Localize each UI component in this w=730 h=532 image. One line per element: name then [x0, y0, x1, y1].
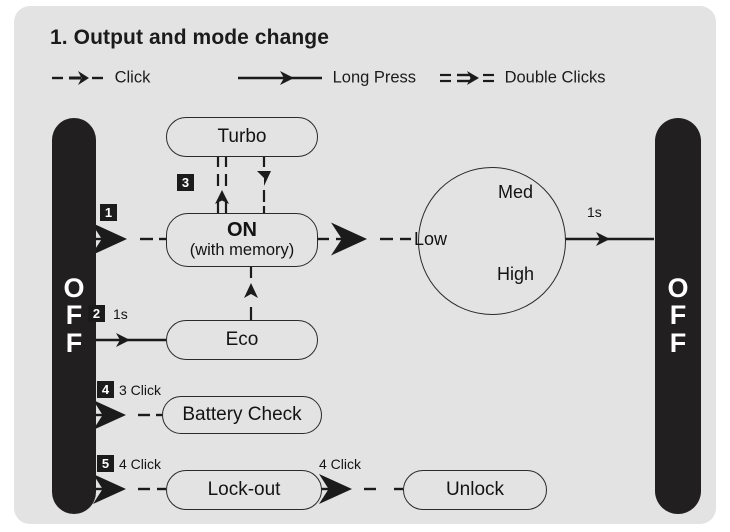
- page-title: 1. Output and mode change: [50, 26, 330, 49]
- note-4-click-a: 4 Click: [119, 456, 162, 472]
- badge-1: 1: [100, 204, 117, 221]
- mode-label-med: Med: [498, 182, 534, 202]
- off-letter-f1: F: [669, 300, 687, 331]
- mode-label-low: Low: [414, 229, 448, 249]
- off-letter-f2: F: [65, 327, 83, 358]
- transition-turbo-to-on: [257, 155, 271, 213]
- note-1s-eco: 1s: [113, 306, 128, 322]
- off-letter-f2: F: [669, 327, 687, 358]
- double-arrow-icon: [440, 71, 494, 85]
- legend-label-double-click: Double Clicks: [504, 68, 606, 87]
- node-lock-out[interactable]: Lock-out: [166, 470, 322, 510]
- transition-modes-to-off: [564, 232, 654, 246]
- node-battery-check[interactable]: Battery Check: [162, 396, 322, 434]
- note-3-click: 3 Click: [119, 382, 162, 398]
- mode-label-high: High: [497, 264, 535, 284]
- node-eco-label: Eco: [225, 329, 259, 350]
- node-on[interactable]: ON (with memory): [166, 213, 318, 267]
- node-on-subtitle: (with memory): [189, 241, 295, 260]
- dashed-arrow-icon: [52, 71, 103, 85]
- node-battery-check-label: Battery Check: [182, 404, 302, 425]
- off-letter-o: O: [63, 272, 85, 303]
- badge-3: 3: [177, 174, 194, 191]
- node-on-title: ON: [227, 219, 257, 242]
- transition-3-on-to-turbo: [215, 155, 229, 213]
- badge-2: 2: [88, 305, 105, 322]
- mode-cycle-circle[interactable]: [418, 167, 566, 315]
- diagram-panel: 1. Output and mode change Click Long Pre…: [14, 6, 716, 524]
- node-eco[interactable]: Eco: [166, 320, 318, 360]
- node-lock-out-label: Lock-out: [207, 479, 281, 500]
- legend-label-long-press: Long Press: [332, 68, 417, 87]
- badge-5: 5: [97, 455, 114, 472]
- transition-2-off-to-eco: [92, 333, 166, 347]
- off-letter-f1: F: [65, 300, 83, 331]
- node-unlock-label: Unlock: [445, 479, 505, 500]
- node-turbo-label: Turbo: [217, 126, 267, 147]
- node-unlock[interactable]: Unlock: [403, 470, 547, 510]
- badge-4: 4: [97, 381, 114, 398]
- note-4-click-b: 4 Click: [319, 456, 362, 472]
- node-turbo[interactable]: Turbo: [166, 117, 318, 157]
- legend-item-double-click: Double Clicks: [438, 68, 605, 88]
- state-off-right: O F F: [655, 118, 701, 514]
- legend-item-click: Click: [50, 68, 150, 88]
- transition-eco-to-on: [244, 265, 258, 320]
- solid-arrow-icon: [238, 71, 322, 85]
- legend-label-click: Click: [114, 68, 151, 87]
- off-letter-o: O: [667, 272, 689, 303]
- legend-item-long-press: Long Press: [236, 68, 416, 88]
- note-1s-off: 1s: [587, 204, 602, 220]
